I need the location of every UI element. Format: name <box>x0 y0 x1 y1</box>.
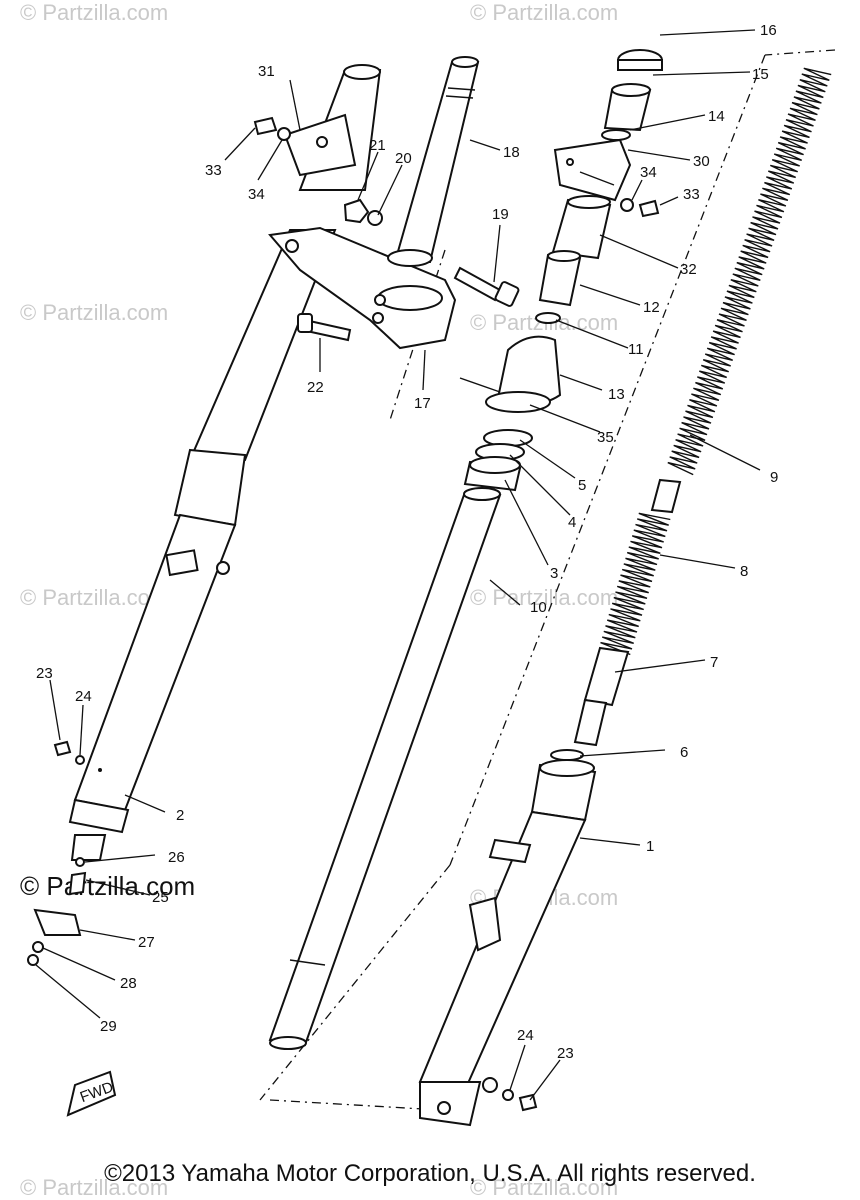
lower-right-small-parts <box>502 1089 538 1112</box>
inner-tube-10 <box>268 487 502 1050</box>
callout-16: 16 <box>760 22 777 39</box>
callout-29: 29 <box>100 1018 117 1035</box>
callout-33: 33 <box>683 186 700 203</box>
callout-14: 14 <box>708 108 725 125</box>
copyright-notice: ©2013 Yamaha Motor Corporation, U.S.A. A… <box>104 1160 756 1187</box>
outer-tube-right <box>418 759 597 1127</box>
callout-23: 23 <box>557 1045 574 1062</box>
callout-18: 18 <box>503 144 520 161</box>
leader-lines <box>35 29 761 1101</box>
callout-3: 3 <box>550 565 558 582</box>
callout-32: 32 <box>680 261 697 278</box>
watermarks: © Partzilla.com © Partzilla.com © Partzi… <box>20 0 618 1200</box>
lower-small-parts <box>27 740 87 966</box>
collars <box>538 195 612 307</box>
callout-10: 10 <box>530 599 547 616</box>
upper-bracket <box>268 226 457 350</box>
callout-25: 25 <box>152 889 169 906</box>
callout-1: 1 <box>646 838 654 855</box>
callout-31: 31 <box>258 63 275 80</box>
callout-9: 9 <box>770 469 778 486</box>
callout-24: 24 <box>75 688 92 705</box>
callout-27: 27 <box>138 934 155 951</box>
watermark: © Partzilla.com <box>20 1175 168 1200</box>
bolt-right <box>620 198 660 218</box>
callout-20: 20 <box>395 150 412 167</box>
outer-tube-left <box>68 64 382 861</box>
watermark: © Partzilla.com <box>470 0 618 25</box>
callout-2: 2 <box>176 807 184 824</box>
damper-rod <box>550 478 682 761</box>
callout-21: 21 <box>369 137 386 154</box>
callout-17: 17 <box>414 395 431 412</box>
callout-22: 22 <box>307 379 324 396</box>
callout-24: 24 <box>517 1027 534 1044</box>
callout-12: 12 <box>643 299 660 316</box>
inner-tube-18 <box>387 56 480 267</box>
callout-23: 23 <box>36 665 53 682</box>
fwd-arrow-icon: FWD <box>66 1070 117 1117</box>
callout-7: 7 <box>710 654 718 671</box>
callout-19: 19 <box>492 206 509 223</box>
callout-11: 11 <box>628 341 644 358</box>
bolt-22 <box>297 313 352 342</box>
watermark-dark: © Partzilla.com <box>20 871 195 901</box>
callout-30: 30 <box>693 153 710 170</box>
fork-spring <box>667 67 832 476</box>
watermark: © Partzilla.com <box>470 1175 618 1200</box>
callout-5: 5 <box>578 477 586 494</box>
watermark: © Partzilla.com <box>470 585 618 610</box>
headlight-bracket-left <box>283 113 357 177</box>
watermark: © Partzilla.com <box>20 0 168 25</box>
callout-15: 15 <box>752 66 769 83</box>
callout-35: 35 <box>597 429 614 446</box>
callout-34: 34 <box>640 164 657 181</box>
headlight-bracket-right <box>553 138 632 202</box>
callout-8: 8 <box>740 563 748 580</box>
callout-26: 26 <box>168 849 185 866</box>
callout-13: 13 <box>608 386 625 403</box>
watermark: © Partzilla.com <box>20 585 168 610</box>
bolt-19 <box>453 266 520 307</box>
callout-4: 4 <box>568 514 576 531</box>
callout-34: 34 <box>248 186 265 203</box>
callout-33: 33 <box>205 162 222 179</box>
callout-numbers: 1 2 3 4 5 6 7 8 9 10 11 12 13 14 15 16 1… <box>36 22 778 1062</box>
watermark: © Partzilla.com <box>20 300 168 325</box>
fork-seals <box>459 312 562 492</box>
nut-washer <box>343 198 383 226</box>
callout-28: 28 <box>120 975 137 992</box>
bolt-left <box>253 116 291 141</box>
callout-6: 6 <box>680 744 688 761</box>
cap-top <box>601 49 663 141</box>
